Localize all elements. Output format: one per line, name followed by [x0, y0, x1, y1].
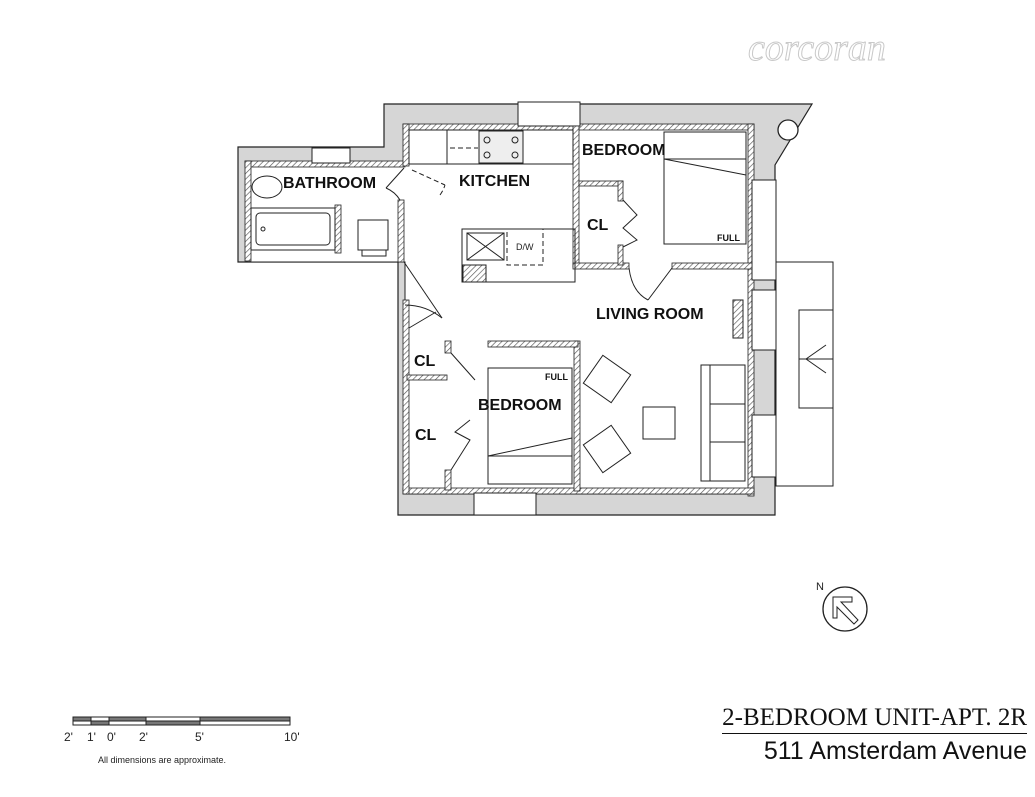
room-label-bathroom: BATHROOM [283, 175, 376, 192]
coffee-table-icon [642, 406, 676, 440]
scale-tick: 1' [87, 730, 96, 744]
room-label-closet: CL [587, 217, 609, 234]
windows [311, 101, 777, 516]
sofa-icon [700, 364, 746, 482]
dishwasher-icon [506, 228, 544, 266]
scale-tick: 0' [107, 730, 116, 744]
north-compass-icon [822, 586, 868, 632]
kitchen-fixtures [408, 129, 576, 283]
bed-size-label: FULL [717, 233, 740, 243]
bed-size-label: FULL [545, 372, 568, 382]
scale-bar [72, 716, 291, 726]
room-label-living-room: LIVING ROOM [596, 306, 704, 323]
bathroom-fixtures [250, 175, 389, 257]
fire-escape [775, 261, 834, 487]
room-label-kitchen: KITCHEN [459, 173, 530, 190]
scale-tick: 2' [64, 730, 73, 744]
doors [385, 167, 673, 471]
column-icon [777, 119, 799, 141]
living-furniture [582, 299, 746, 482]
scale-tick: 10' [284, 730, 300, 744]
radiator-icon [732, 299, 744, 339]
room-label-closet: CL [415, 427, 437, 444]
unit-title: 2-BEDROOM UNIT-APT. 2R [722, 704, 1027, 734]
toilet-icon [251, 175, 283, 199]
room-label-closet: CL [414, 353, 436, 370]
room-label-bedroom: BEDROOM [582, 142, 666, 159]
scale-tick: 2' [139, 730, 148, 744]
armchair-icon [582, 424, 632, 474]
beds [487, 131, 747, 485]
corcoran-logo: corcoran [748, 27, 887, 70]
scale-tick: 5' [195, 730, 204, 744]
bathtub-icon [250, 207, 336, 251]
sink-icon [466, 232, 505, 261]
dimensions-note: All dimensions are approximate. [98, 755, 227, 765]
dishwasher-label: D/W [516, 242, 534, 252]
refrigerator-icon [408, 129, 448, 165]
room-label-bedroom: BEDROOM [478, 397, 562, 414]
armchair-icon [582, 354, 632, 404]
compass-north-label: N [816, 581, 824, 593]
address: 511 Amsterdam Avenue [763, 737, 1027, 765]
interior-walls [334, 125, 753, 492]
